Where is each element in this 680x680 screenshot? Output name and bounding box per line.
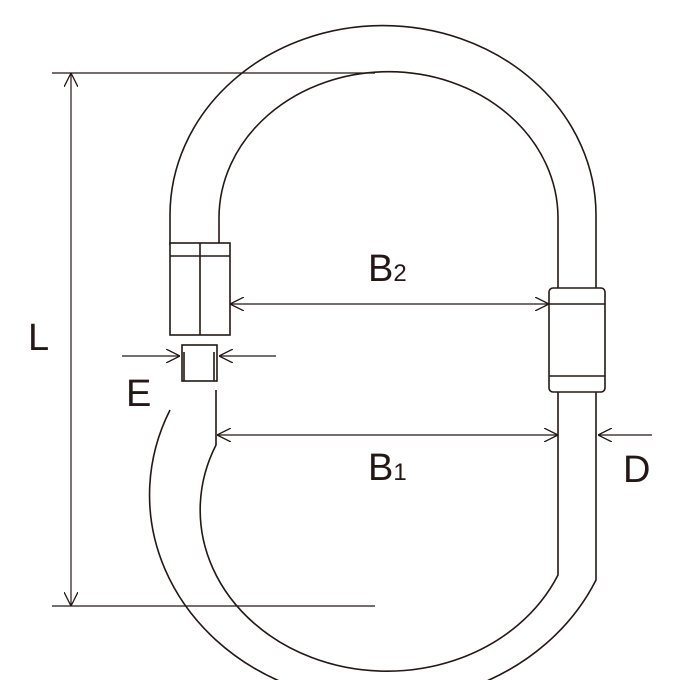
link-inner-contour	[199, 70, 559, 673]
label-B1-sub: 1	[393, 459, 406, 486]
link-outer-contour	[148, 24, 597, 680]
label-L: L	[28, 317, 49, 359]
hex-nut	[169, 242, 231, 336]
right-sleeve	[548, 287, 606, 393]
dimension-L	[52, 72, 375, 607]
label-B2: B2	[368, 248, 407, 290]
label-D: D	[623, 449, 650, 491]
label-B1: B1	[368, 447, 407, 489]
label-B2-main: B	[368, 248, 393, 290]
label-B2-sub: 2	[393, 260, 406, 287]
thread-stub	[181, 344, 218, 382]
label-E: E	[126, 373, 151, 415]
label-B1-main: B	[368, 447, 393, 489]
